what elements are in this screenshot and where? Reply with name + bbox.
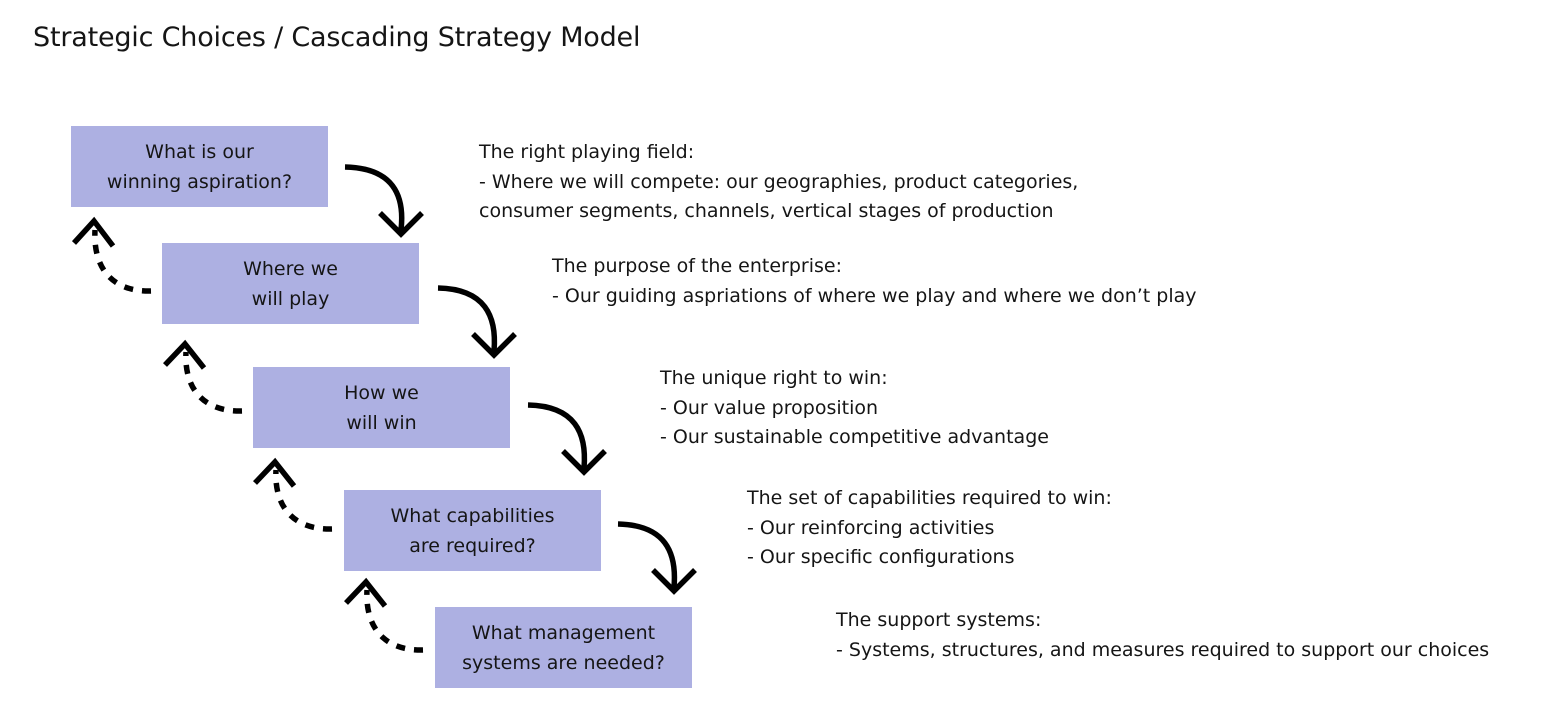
forward-arrow-1 — [344, 164, 424, 238]
diagram-title: Strategic Choices / Cascading Strategy M… — [33, 22, 641, 53]
step-box-line: will play — [251, 287, 330, 310]
feedback-arrow-2 — [163, 339, 243, 414]
step-description-capabilities: The set of capabilities required to win:… — [747, 484, 1112, 573]
step-box-winning-aspiration: What is our winning aspiration? — [71, 126, 328, 207]
step-box-line: are required? — [409, 534, 536, 557]
description-line: The purpose of the enterprise: — [552, 255, 843, 277]
forward-arrow-2 — [437, 285, 517, 359]
step-box-line: What is our — [145, 140, 254, 163]
description-line: - Our guiding aspriations of where we pl… — [552, 284, 1197, 307]
step-box-line: Where we — [243, 257, 338, 280]
step-box-capabilities: What capabilities are required? — [344, 490, 601, 571]
step-box-line: How we — [344, 381, 419, 404]
feedback-arrow-1 — [71, 216, 152, 294]
description-line: - Our sustainable competitive advantage — [660, 426, 1049, 448]
forward-arrow-4 — [617, 521, 697, 595]
description-line: The unique right to win: — [660, 367, 888, 389]
description-line: - Our specific configurations — [747, 546, 1015, 568]
feedback-arrow-4 — [344, 577, 424, 653]
step-box-line: What capabilities — [390, 504, 555, 527]
step-box-line: winning aspiration? — [106, 170, 293, 193]
description-line: - Our value proposition — [660, 396, 879, 419]
step-description-how-to-win: The unique right to win: - Our value pro… — [660, 364, 1049, 453]
description-line: - Where we will compete: our geographies… — [479, 170, 1079, 193]
description-line: The support systems: — [836, 609, 1042, 631]
step-box-line: systems are needed? — [462, 651, 665, 674]
description-line: consumer segments, channels, vertical st… — [479, 200, 1054, 222]
feedback-arrow-3 — [253, 457, 333, 532]
description-line: The right playing field: — [479, 141, 695, 163]
step-box-where-to-play: Where we will play — [162, 243, 419, 324]
description-line: The set of capabilities required to win: — [747, 487, 1112, 509]
description-line: - Our reinforcing activities — [747, 516, 995, 539]
step-description-where-to-play: The purpose of the enterprise: - Our gui… — [552, 252, 1197, 311]
step-box-management-systems: What management systems are needed? — [435, 607, 692, 688]
step-box-line: will win — [346, 411, 417, 434]
forward-arrow-3 — [527, 402, 607, 476]
step-description-management-systems: The support systems: - Systems, structur… — [836, 606, 1489, 665]
step-box-how-to-win: How we will win — [253, 367, 510, 448]
step-description-winning-aspiration: The right playing field: - Where we will… — [479, 138, 1078, 227]
step-box-line: What management — [471, 621, 656, 644]
description-line: - Systems, structures, and measures requ… — [836, 638, 1490, 661]
